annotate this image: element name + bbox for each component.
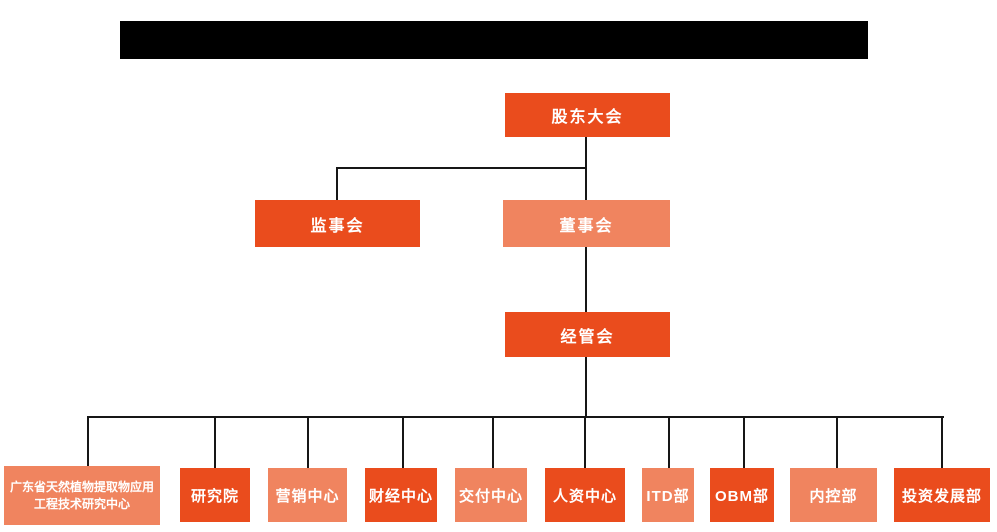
org-box-research-center: 广东省天然植物提取物应用工程技术研究中心 [4,466,160,525]
org-box-investment-development-department: 投资发展部 [894,468,990,522]
connector-line [585,357,587,417]
connector-line [743,416,745,468]
connector-line [336,167,338,200]
org-box-board-of-directors: 董事会 [503,200,670,247]
connector-line [87,416,944,418]
org-box-shareholders-meeting: 股东大会 [505,93,670,137]
connector-line [668,416,670,468]
connector-line [336,167,587,169]
connector-line [584,416,586,468]
connector-line [214,416,216,468]
org-box-marketing-center: 营销中心 [268,468,347,522]
connector-line [307,416,309,468]
connector-line [492,416,494,468]
org-box-delivery-center: 交付中心 [455,468,527,522]
connector-line [402,416,404,468]
connector-line [87,416,89,468]
org-box-obm-department: OBM部 [710,468,774,522]
org-box-itd-department: ITD部 [642,468,694,522]
org-box-management-committee: 经管会 [505,312,670,357]
org-box-finance-center: 财经中心 [365,468,437,522]
connector-line [941,416,943,468]
org-box-internal-control-department: 内控部 [790,468,877,522]
connector-line [585,247,587,312]
org-box-hr-center: 人资中心 [545,468,625,522]
connector-line [836,416,838,468]
org-box-research-institute: 研究院 [180,468,250,522]
redacted-title-bar [120,21,868,59]
org-box-supervisory-board: 监事会 [255,200,420,247]
